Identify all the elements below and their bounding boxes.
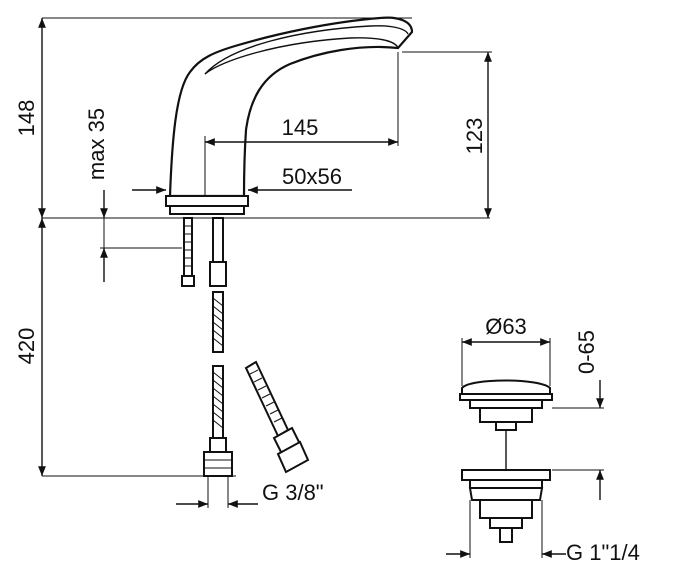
dim-base-size: 50x56 [132,164,352,194]
dim-spout-height: 123 [402,51,492,218]
hose-length-label: 420 [14,328,39,365]
waste-thread-label: G 1"1/4 [566,540,640,565]
dim-waste-thread: G 1"1/4 [446,500,640,565]
dim-waste-diameter: Ø63 [461,314,551,386]
waste-valve [459,379,553,543]
dim-max-thickness: max 35 [84,108,182,282]
supply-tube [203,217,233,477]
dim-hose-thread: G 3/8" [176,476,324,508]
hose-thread-label: G 3/8" [262,480,324,505]
spout-reach-label: 145 [282,115,319,140]
dim-hose-length: 420 [14,218,236,477]
spout-height-label: 123 [462,118,487,155]
base-plate [165,195,249,207]
dim-total-height: 148 [14,17,490,219]
base-size-label: 50x56 [282,164,342,189]
dim-waste-travel: 0-65 [552,330,604,500]
max-thickness-label: max 35 [84,108,109,180]
base-ring [169,205,245,215]
angled-hose [244,360,310,474]
dim-spout-reach: 145 [204,52,399,196]
fixing-rod [181,217,195,287]
total-height-label: 148 [14,100,39,137]
waste-diameter-label: Ø63 [485,314,527,339]
faucet-body [165,16,414,215]
waste-travel-label: 0-65 [574,330,599,374]
